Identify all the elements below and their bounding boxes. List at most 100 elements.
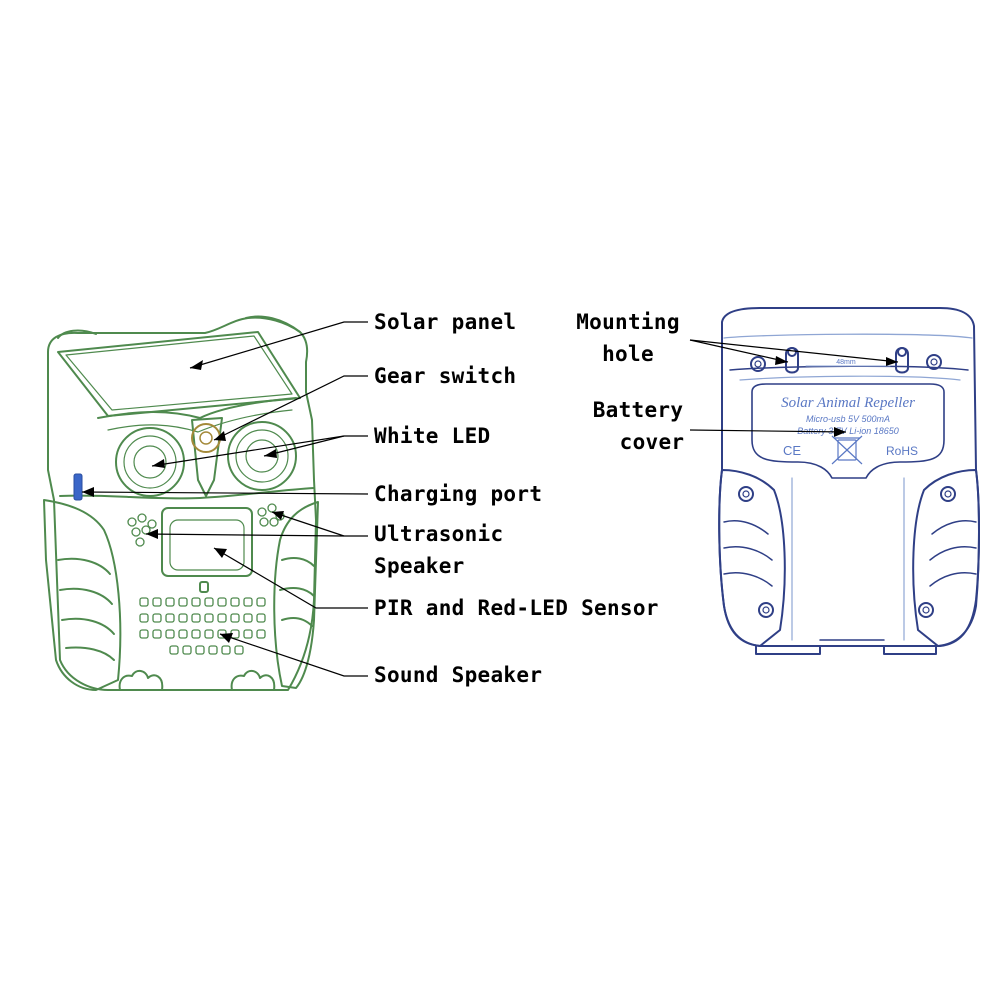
white-led-right-mid bbox=[235, 429, 289, 483]
speaker-hole bbox=[256, 629, 266, 639]
label-sound-speaker: Sound Speaker bbox=[374, 663, 543, 687]
owl-brow-inner bbox=[107, 409, 293, 433]
white-led-left-mid bbox=[123, 435, 177, 489]
pir-sensor-shape bbox=[161, 507, 253, 577]
owl-brow bbox=[97, 397, 297, 419]
owl-feet-left bbox=[118, 670, 164, 691]
back-foot-left bbox=[755, 645, 821, 655]
label-white-led: White LED bbox=[374, 424, 491, 448]
owl-beak bbox=[191, 417, 223, 497]
speaker-hole bbox=[204, 613, 214, 623]
speaker-hole bbox=[243, 629, 253, 639]
speaker-hole bbox=[256, 613, 266, 623]
speaker-hole bbox=[169, 645, 179, 655]
speaker-hole bbox=[152, 613, 162, 623]
back-view bbox=[718, 307, 980, 655]
screw-mid-right bbox=[940, 486, 956, 502]
rohs-mark: RoHS bbox=[886, 444, 918, 458]
label-mounting-hole: hole bbox=[602, 342, 654, 366]
label-pir-sensor: PIR and Red-LED Sensor bbox=[374, 596, 659, 620]
ultrasonic-speaker-left bbox=[127, 513, 157, 547]
plate-line-2: Battery 3.7V Li-ion 18650 bbox=[797, 426, 899, 436]
mounting-hole-left bbox=[785, 347, 799, 374]
screw-top-left bbox=[750, 356, 766, 372]
speaker-hole bbox=[217, 613, 227, 623]
speaker-hole bbox=[165, 597, 175, 607]
owl-wing-right-feather-3 bbox=[281, 617, 313, 627]
plate-line-1: Micro-usb 5V 500mA bbox=[806, 414, 890, 424]
ce-mark: CE bbox=[783, 443, 801, 458]
owl-wing-left bbox=[43, 499, 122, 691]
speaker-marker bbox=[199, 581, 209, 593]
screw-top-right bbox=[926, 354, 942, 370]
charging-port-shape bbox=[73, 473, 83, 501]
speaker-hole bbox=[178, 613, 188, 623]
speaker-hole bbox=[234, 645, 244, 655]
label-charging-port: Charging port bbox=[374, 482, 543, 506]
owl-ear-left bbox=[57, 329, 97, 339]
speaker-hole bbox=[204, 597, 214, 607]
leader-arrowheads bbox=[82, 356, 898, 643]
label-ultrasonic: Ultrasonic bbox=[374, 522, 504, 546]
speaker-hole bbox=[191, 597, 201, 607]
plate-title: Solar Animal Repeller bbox=[781, 395, 915, 411]
speaker-hole bbox=[256, 597, 266, 607]
leader-lines bbox=[81, 321, 899, 677]
speaker-hole bbox=[230, 597, 240, 607]
back-top-rim bbox=[723, 333, 973, 339]
owl-body-outline bbox=[47, 316, 317, 691]
pir-sensor-lens bbox=[169, 519, 245, 571]
speaker-hole bbox=[165, 613, 175, 623]
speaker-hole bbox=[139, 613, 149, 623]
white-led-left-outer bbox=[115, 427, 185, 497]
owl-wing-right bbox=[273, 501, 319, 689]
speaker-hole bbox=[208, 645, 218, 655]
owl-wing-left-feather-2 bbox=[59, 587, 113, 605]
screw-bottom-right bbox=[918, 602, 934, 618]
owl-feet-right bbox=[230, 670, 276, 691]
back-foot-right bbox=[883, 645, 937, 655]
label-gear-switch: Gear switch bbox=[374, 364, 517, 388]
white-led-left-inner bbox=[133, 445, 167, 479]
owl-chest-line bbox=[59, 487, 315, 500]
speaker-hole bbox=[191, 613, 201, 623]
owl-wing-right-feather-1 bbox=[281, 557, 315, 567]
speaker-hole bbox=[243, 613, 253, 623]
speaker-hole bbox=[230, 613, 240, 623]
speaker-hole bbox=[221, 645, 231, 655]
label-battery: Battery bbox=[592, 398, 684, 422]
screw-mid-left bbox=[738, 486, 754, 502]
speaker-hole bbox=[165, 629, 175, 639]
speaker-hole bbox=[191, 629, 201, 639]
battery-cover-shape bbox=[751, 383, 945, 479]
speaker-hole bbox=[139, 597, 149, 607]
speaker-hole bbox=[182, 645, 192, 655]
mounting-hole-right bbox=[895, 347, 909, 374]
speaker-hole bbox=[195, 645, 205, 655]
owl-wing-left-feather-3 bbox=[61, 617, 115, 635]
speaker-hole bbox=[217, 597, 227, 607]
gear-switch-hub bbox=[199, 431, 213, 445]
white-led-right-outer bbox=[227, 421, 297, 491]
label-battery-cover: cover bbox=[619, 430, 685, 454]
back-grip-right bbox=[912, 469, 980, 647]
speaker-hole bbox=[243, 597, 253, 607]
label-solar-panel: Solar panel bbox=[374, 310, 517, 334]
back-grip-left bbox=[718, 469, 786, 647]
white-led-right-inner bbox=[245, 439, 279, 473]
weee-bin-icon bbox=[831, 435, 863, 465]
speaker-hole bbox=[178, 629, 188, 639]
owl-wing-left-feather-1 bbox=[57, 557, 111, 575]
label-ultrasonic-speaker: Speaker bbox=[374, 554, 465, 578]
solar-panel-shape bbox=[57, 331, 301, 417]
speaker-hole bbox=[152, 629, 162, 639]
back-top-rim-3 bbox=[739, 375, 961, 381]
speaker-hole bbox=[204, 629, 214, 639]
owl-ear-right bbox=[245, 315, 301, 333]
front-view bbox=[43, 315, 319, 691]
hole-distance-label: 48mm bbox=[836, 359, 856, 366]
sound-speaker-grille bbox=[139, 597, 266, 655]
screw-bottom-left bbox=[758, 602, 774, 618]
solar-panel-inner bbox=[65, 335, 293, 411]
